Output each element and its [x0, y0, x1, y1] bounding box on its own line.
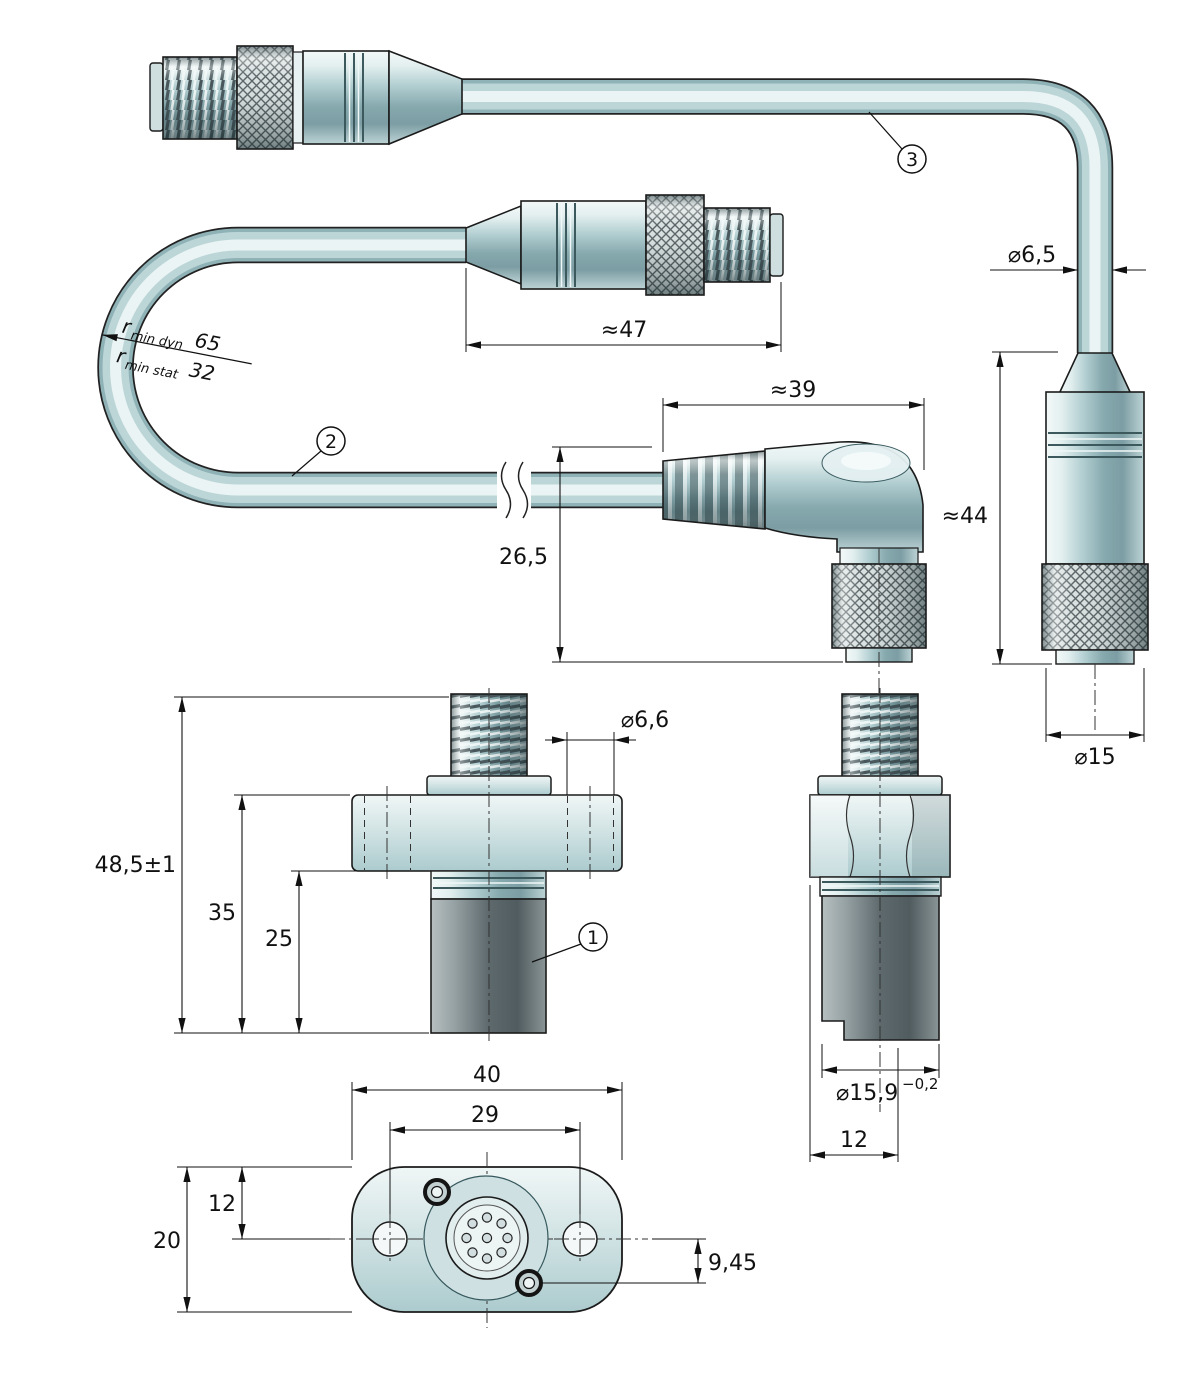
- dim-flange-depth-20-label: 20: [153, 1229, 181, 1254]
- dim-flat-width-12: 12: [809, 885, 899, 1162]
- callout-3-balloon: [897, 144, 927, 174]
- dim-angle-connector-length-label: ≈39: [770, 378, 816, 403]
- dim-flat-width-12-label: 12: [840, 1128, 868, 1153]
- callout-1-label: 1: [587, 927, 599, 949]
- dim-height-35-label: 35: [208, 901, 236, 926]
- cable-top-run: [458, 78, 1114, 353]
- cable-u-bend: [97, 226, 672, 509]
- flange-top-view: [330, 1152, 648, 1328]
- dim-flange-width-40: 40: [351, 1063, 623, 1160]
- dim-flange-depth-20: 20: [153, 1167, 352, 1313]
- dim-hole-spacing-29: 29: [389, 1103, 581, 1214]
- dim-cable-diameter-label: ⌀6,5: [1008, 243, 1056, 268]
- callout-2: 2: [291, 426, 346, 477]
- dim-straight-connector-length: ≈44: [942, 351, 1058, 665]
- connector-m12-female-right: [1041, 352, 1149, 730]
- sensor-rotated-view: [809, 688, 951, 1112]
- dim-flange-hole-diameter-label: ⌀6,6: [621, 708, 669, 733]
- dim-hole-spacing-29-label: 29: [471, 1103, 499, 1128]
- callout-1: 1: [531, 922, 608, 963]
- dim-male-connector-length-label: ≈47: [601, 318, 647, 343]
- callout-3-label: 3: [906, 149, 918, 171]
- dim-height-35: 35: [208, 794, 350, 1033]
- dim-total-height-label: 48,5±1: [95, 853, 176, 878]
- dim-body-diameter-tolerance: −0,2: [902, 1075, 938, 1093]
- bend-radius-dyn-value: 65: [193, 328, 223, 356]
- dim-flange-offset-12-label: 12: [208, 1192, 236, 1217]
- dim-angle-connector-length: ≈39: [662, 378, 925, 470]
- dim-pin-offset-945: 9,45: [543, 1238, 757, 1284]
- dim-body-diameter: ⌀15,9 −0,2: [821, 1044, 940, 1106]
- dim-straight-connector-diameter-label: ⌀15: [1074, 745, 1115, 770]
- dim-total-height: 48,5±1: [95, 696, 449, 1034]
- dim-body-diameter-label: ⌀15,9: [836, 1081, 898, 1106]
- dim-straight-connector-diameter: ⌀15: [1045, 668, 1145, 770]
- dim-angle-connector-height-label: 26,5: [499, 545, 548, 570]
- dim-flange-width-40-label: 40: [473, 1063, 501, 1088]
- dim-flange-hole-diameter: ⌀6,6: [545, 708, 669, 795]
- dim-flange-offset-12: 12: [177, 1166, 352, 1240]
- connector-m12-male-middle: [465, 194, 784, 296]
- dim-height-25-label: 25: [265, 927, 293, 952]
- bend-radius-dyn-sub: min dyn: [129, 328, 184, 353]
- callout-2-label: 2: [325, 431, 337, 453]
- dim-height-25: 25: [265, 870, 429, 1033]
- cable-break-symbol: [497, 461, 531, 519]
- dim-pin-offset-945-label: 9,45: [708, 1251, 757, 1276]
- callout-2-balloon: [316, 426, 346, 456]
- dim-straight-connector-length-label: ≈44: [942, 504, 988, 529]
- dim-angle-connector-height: 26,5: [499, 446, 843, 663]
- dim-male-connector-length: ≈47: [465, 268, 782, 352]
- sensor-side-view: [351, 688, 623, 1042]
- callout-3: 3: [868, 111, 927, 174]
- connector-m12-male-left: [149, 45, 463, 150]
- bend-radius-stat-value: 32: [187, 357, 217, 385]
- connector-right-angle: [662, 441, 927, 698]
- dim-cable-diameter: ⌀6,5: [990, 243, 1146, 274]
- callout-1-balloon: [578, 922, 608, 952]
